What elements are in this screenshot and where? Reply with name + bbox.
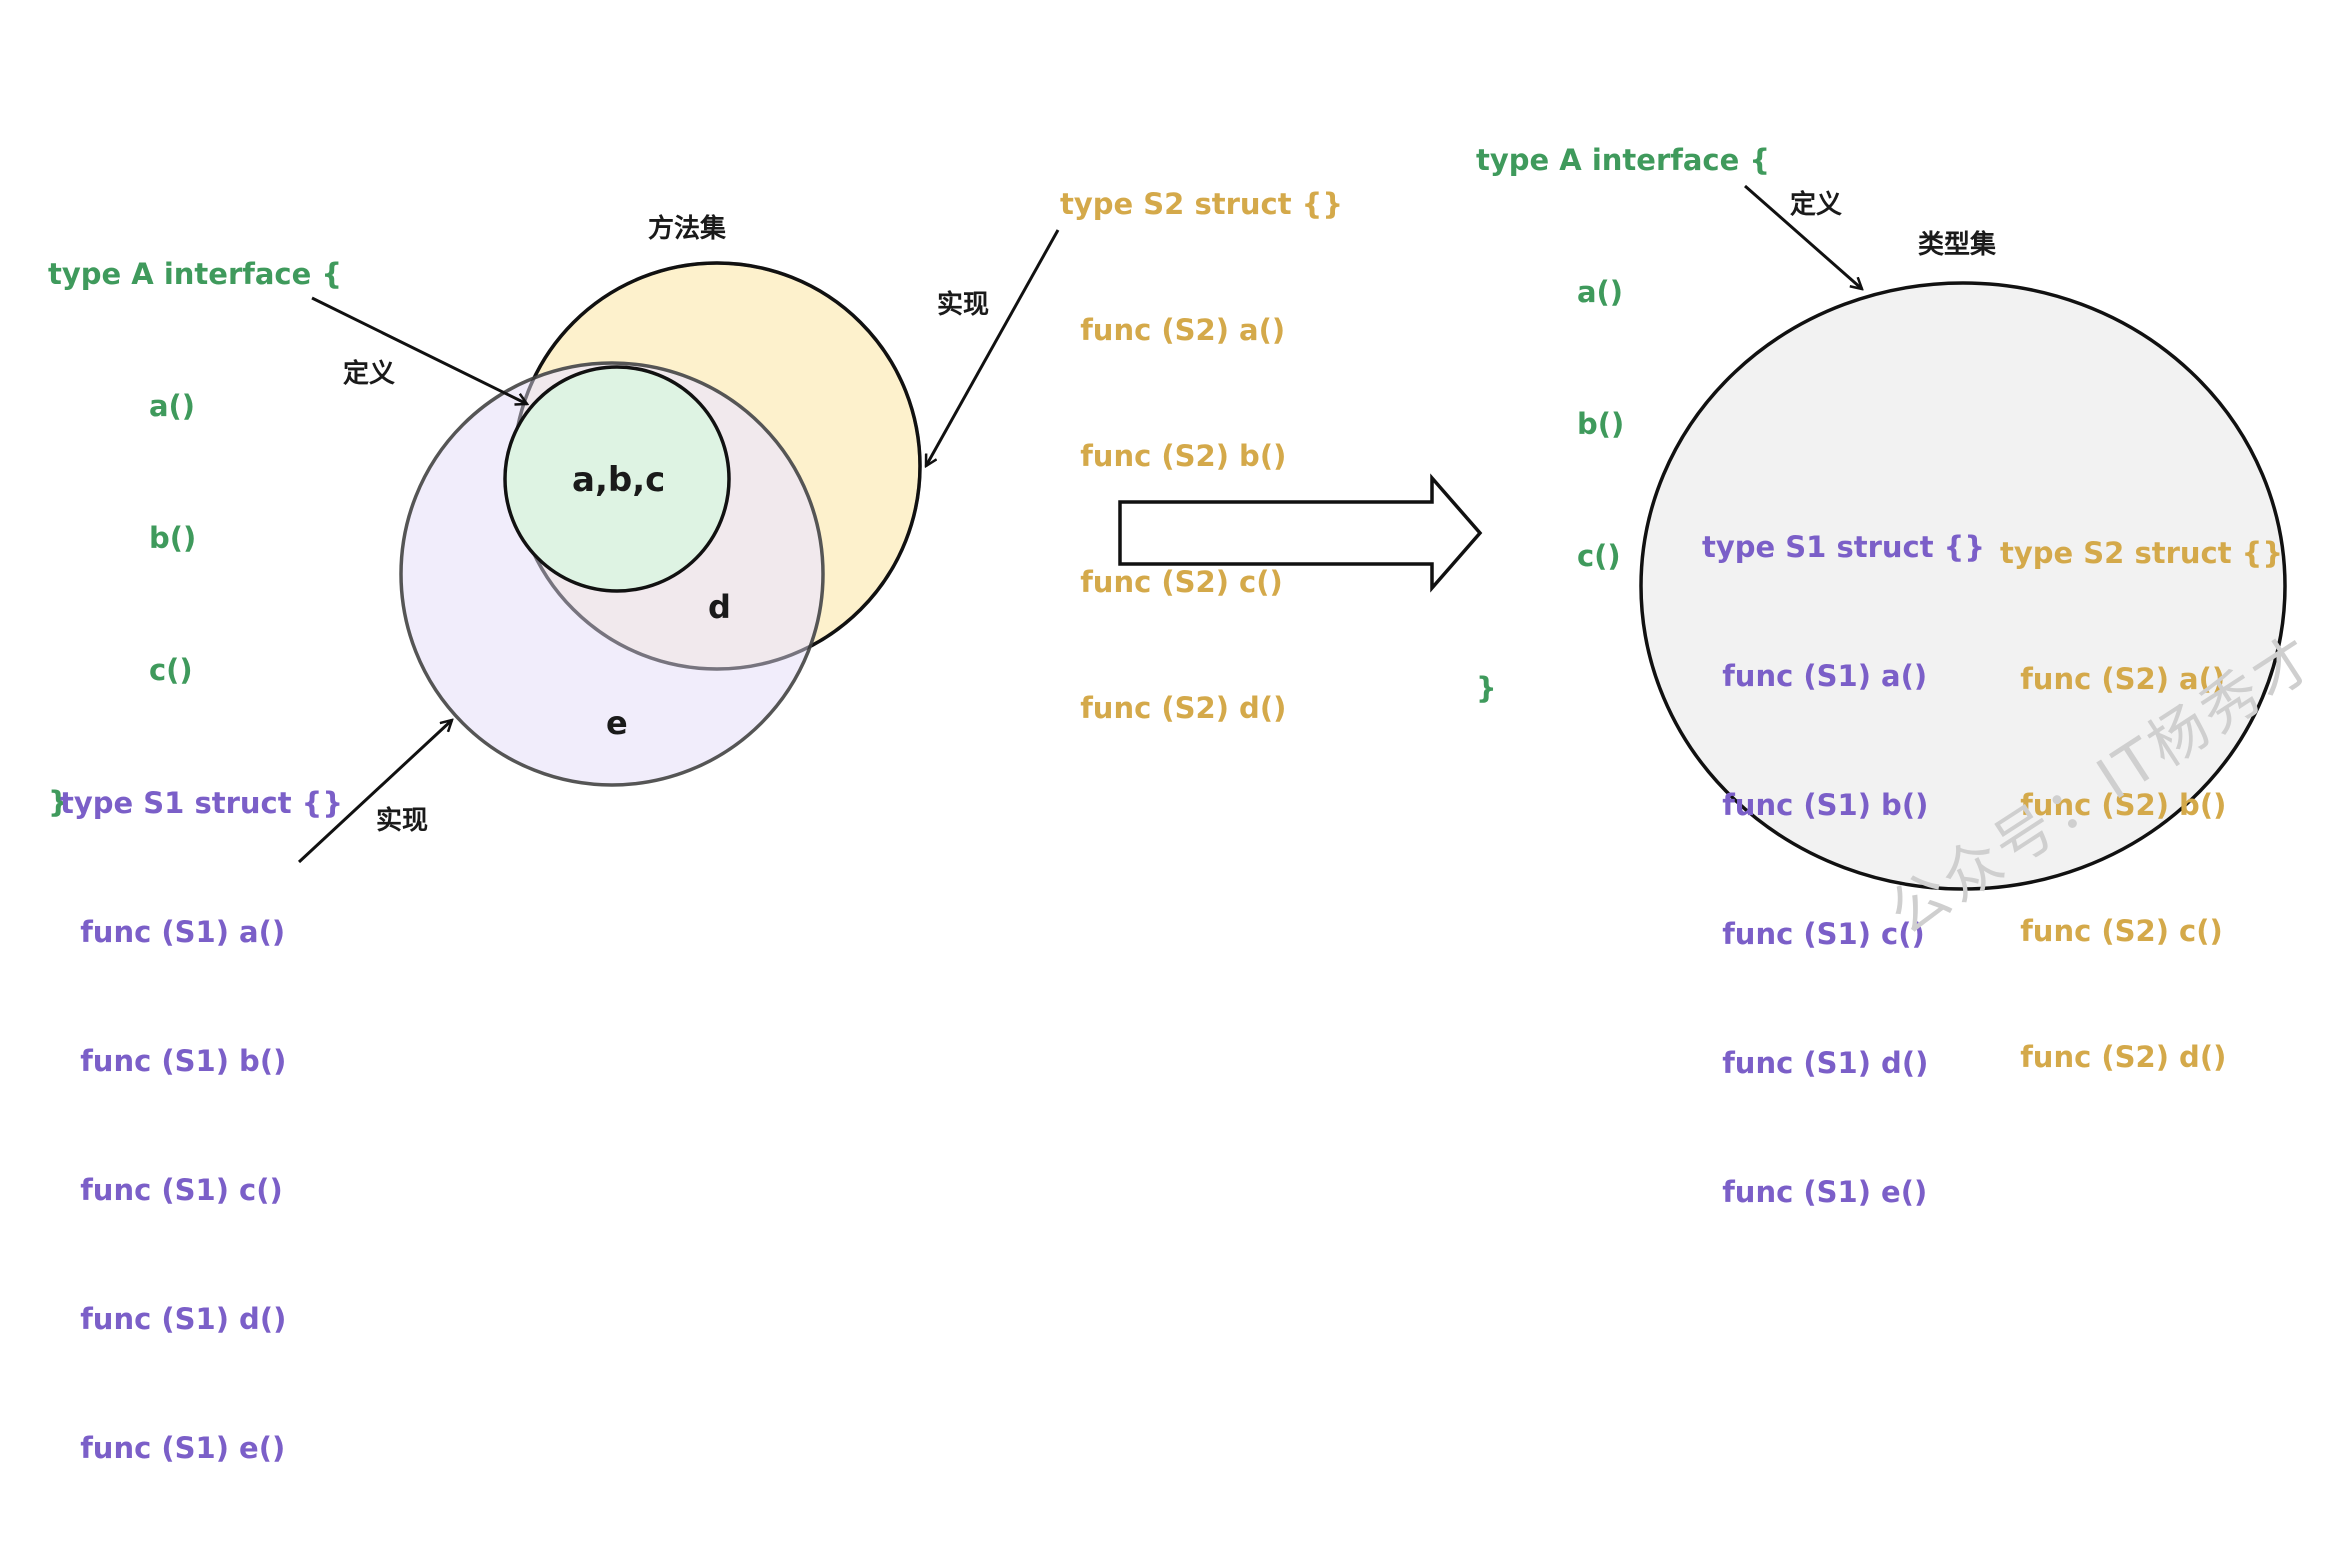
code-line: type S1 struct {}	[1702, 530, 1985, 564]
code-line: func (S1) e()	[1702, 1175, 1928, 1209]
code-line: }	[1476, 671, 1497, 705]
code-line: a()	[1476, 275, 1624, 309]
type-set-circle	[1639, 281, 2287, 891]
right-s1-code: type S1 struct {} func (S1) a() func (S1…	[1702, 440, 1985, 1300]
region-d-label: d	[708, 588, 731, 626]
left-s1-code: type S1 struct {} func (S1) a() func (S1…	[60, 696, 343, 1556]
code-line: func (S2) b()	[1060, 439, 1287, 473]
code-line: type S1 struct {}	[60, 786, 343, 820]
right-interface-code: type A interface { a() b() c() }	[1476, 50, 1770, 798]
implement-label-s1: 实现	[376, 806, 429, 836]
interface-a-method-set-circle	[503, 365, 731, 593]
define-label-left: 定义	[343, 359, 396, 389]
code-line: b()	[1476, 407, 1625, 441]
code-line: func (S2) c()	[2000, 914, 2223, 948]
define-label-right: 定义	[1790, 190, 1843, 220]
code-line: func (S2) a()	[1060, 313, 1286, 347]
code-line: func (S1) a()	[60, 915, 286, 949]
implement-arrow-s2	[924, 229, 1060, 466]
code-line: type A interface {	[48, 257, 343, 291]
region-abc-label: a,b,c	[572, 460, 666, 500]
left-interface-code: type A interface { a() b() c() }	[48, 164, 342, 912]
code-line: func (S2) d()	[2000, 1040, 2227, 1074]
type-set-label: 类型集	[1918, 230, 1997, 260]
code-line: func (S2) c()	[1060, 565, 1283, 599]
define-arrow-left	[311, 296, 527, 404]
code-line: func (S1) d()	[60, 1302, 287, 1336]
method-set-label: 方法集	[648, 214, 727, 244]
implement-label-s2: 实现	[937, 290, 990, 320]
code-line: a()	[48, 389, 196, 423]
region-e-label: e	[606, 704, 628, 742]
code-line: func (S2) b()	[2000, 788, 2227, 822]
code-line: type A interface {	[1476, 143, 1771, 177]
code-line: func (S1) b()	[60, 1044, 287, 1078]
code-line: func (S1) c()	[60, 1173, 283, 1207]
code-line: func (S2) d()	[1060, 691, 1287, 725]
diagram: type A interface { a() b() c() } type S2…	[48, 50, 2328, 1465]
define-arrow-right	[1744, 184, 1862, 289]
code-line: }	[48, 785, 69, 819]
code-line: func (S1) c()	[1702, 917, 1925, 951]
code-line: type S2 struct {}	[2000, 536, 2283, 570]
code-line: type S2 struct {}	[1060, 187, 1343, 221]
code-line: b()	[48, 521, 197, 555]
implement-arrow-s1	[297, 720, 452, 864]
transform-arrow	[1118, 473, 1483, 593]
code-line: c()	[1476, 539, 1621, 573]
code-line: func (S1) d()	[1702, 1046, 1929, 1080]
code-line: func (S2) a()	[2000, 662, 2226, 696]
diagram-shapes	[297, 184, 2287, 891]
right-s2-code: type S2 struct {} func (S2) a() func (S2…	[2000, 448, 2283, 1162]
code-line: func (S1) b()	[1702, 788, 1929, 822]
left-s2-code: type S2 struct {} func (S2) a() func (S2…	[1060, 99, 1343, 813]
code-line: func (S1) a()	[1702, 659, 1928, 693]
code-line: func (S1) e()	[60, 1431, 286, 1465]
code-line: c()	[48, 653, 193, 687]
